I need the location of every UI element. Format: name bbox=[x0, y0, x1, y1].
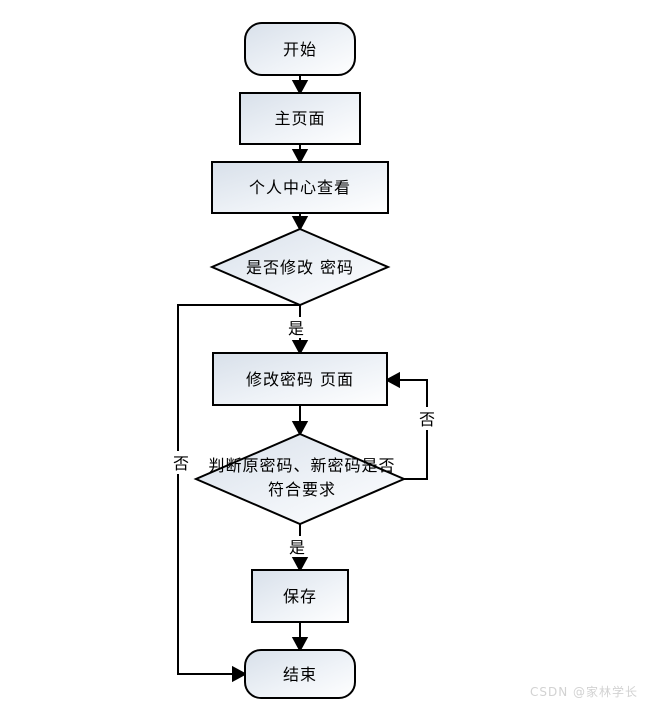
node-personal-center-label: 个人中心查看 bbox=[249, 178, 351, 197]
edge-start-to-main bbox=[291, 75, 309, 96]
node-end: 结束 bbox=[244, 649, 356, 699]
edge-decision2-no: 否 bbox=[384, 371, 437, 480]
node-layer: 开始 主页面 个人中心查看 是否修改 密码 修改密码 页面 判断原密码、新密码是 bbox=[193, 22, 407, 699]
node-start: 开始 bbox=[244, 22, 356, 76]
edge-label-no-2: 否 bbox=[419, 410, 435, 429]
arrowhead-down-icon bbox=[291, 216, 309, 232]
arrowhead-right-icon bbox=[232, 665, 248, 683]
arrowhead-down-icon bbox=[291, 637, 309, 653]
edge-label-yes-1: 是 bbox=[288, 319, 304, 338]
arrowhead-down-icon bbox=[291, 149, 309, 165]
node-decision-modify-label: 是否修改 密码 bbox=[246, 258, 354, 277]
edge-save-to-end bbox=[291, 622, 309, 653]
node-personal-center: 个人中心查看 bbox=[211, 161, 389, 214]
edge-decision1-yes: 是 bbox=[287, 305, 309, 356]
node-main-page-label: 主页面 bbox=[274, 109, 325, 128]
node-decision-modify: 是否修改 密码 bbox=[209, 227, 391, 307]
edge-label-bg bbox=[416, 407, 437, 430]
connector-layer: 是 否 否 bbox=[170, 75, 437, 683]
edge-modify-to-decision2 bbox=[291, 405, 309, 437]
node-decision-validate-label-line1: 判断原密码、新密码是否 bbox=[208, 456, 395, 475]
edge-decision2-yes: 是 bbox=[288, 524, 309, 573]
arrowhead-down-icon bbox=[291, 340, 309, 356]
edge-main-to-personal bbox=[291, 144, 309, 165]
node-decision-validate: 判断原密码、新密码是否 符合要求 bbox=[193, 432, 407, 526]
node-save-label: 保存 bbox=[283, 587, 317, 606]
node-modify-page: 修改密码 页面 bbox=[212, 352, 388, 406]
edge-decision1-no: 否 bbox=[170, 304, 300, 683]
arrowhead-down-icon bbox=[291, 557, 309, 573]
csdn-watermark: CSDN @家林学长 bbox=[529, 685, 638, 699]
edge-label-bg bbox=[288, 536, 307, 557]
arrowhead-left-icon bbox=[384, 371, 400, 389]
edge-label-yes-2: 是 bbox=[289, 538, 305, 557]
edge-label-bg bbox=[287, 317, 306, 338]
edge-label-no-1: 否 bbox=[173, 454, 189, 473]
arrowhead-down-icon bbox=[291, 421, 309, 437]
node-start-label: 开始 bbox=[283, 40, 317, 59]
edge-label-bg bbox=[170, 451, 191, 474]
edge-personal-to-decision1 bbox=[291, 213, 309, 232]
node-decision-validate-label-line2: 符合要求 bbox=[268, 480, 336, 499]
node-modify-page-label: 修改密码 页面 bbox=[246, 370, 354, 389]
arrowhead-down-icon bbox=[291, 80, 309, 96]
node-end-label: 结束 bbox=[283, 665, 317, 684]
node-main-page: 主页面 bbox=[239, 92, 361, 145]
node-save: 保存 bbox=[251, 569, 349, 623]
